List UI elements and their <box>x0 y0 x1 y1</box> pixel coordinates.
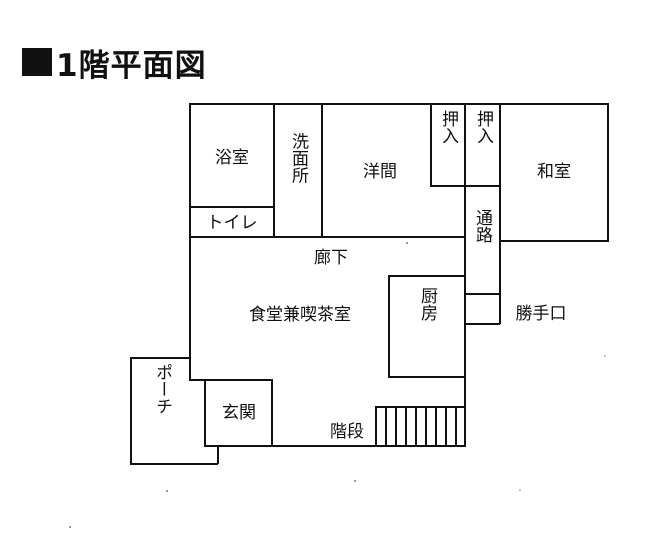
scan-specks <box>69 242 606 528</box>
label-entrance: 玄関 <box>222 403 256 423</box>
label-japanese: 和室 <box>537 162 571 182</box>
label-dining: 食堂兼喫茶室 <box>249 305 351 325</box>
porch-outline <box>130 357 218 465</box>
stairs-treads <box>375 406 466 447</box>
label-toilet: トイレ <box>207 213 258 233</box>
title-text: 1階平面図 <box>56 47 207 84</box>
kitchen-room <box>388 275 466 378</box>
label-closet1: 押入 <box>438 110 459 144</box>
black-square-icon <box>22 48 52 76</box>
label-closet2: 押入 <box>473 110 494 144</box>
label-kitchen: 厨房 <box>417 287 438 322</box>
label-bath: 浴室 <box>215 148 249 168</box>
label-hall: 廊下 <box>314 248 348 268</box>
label-passage: 通路 <box>472 209 493 243</box>
label-western: 洋間 <box>363 162 397 182</box>
label-porch: ポーチ <box>152 363 172 414</box>
entrance-room <box>204 379 273 447</box>
label-backdoor: 勝手口 <box>516 304 567 324</box>
walls <box>130 103 609 465</box>
label-stairs: 階段 <box>330 422 364 442</box>
page-title: 1階平面図 <box>22 44 207 84</box>
label-washroom: 洗面所 <box>288 132 309 183</box>
